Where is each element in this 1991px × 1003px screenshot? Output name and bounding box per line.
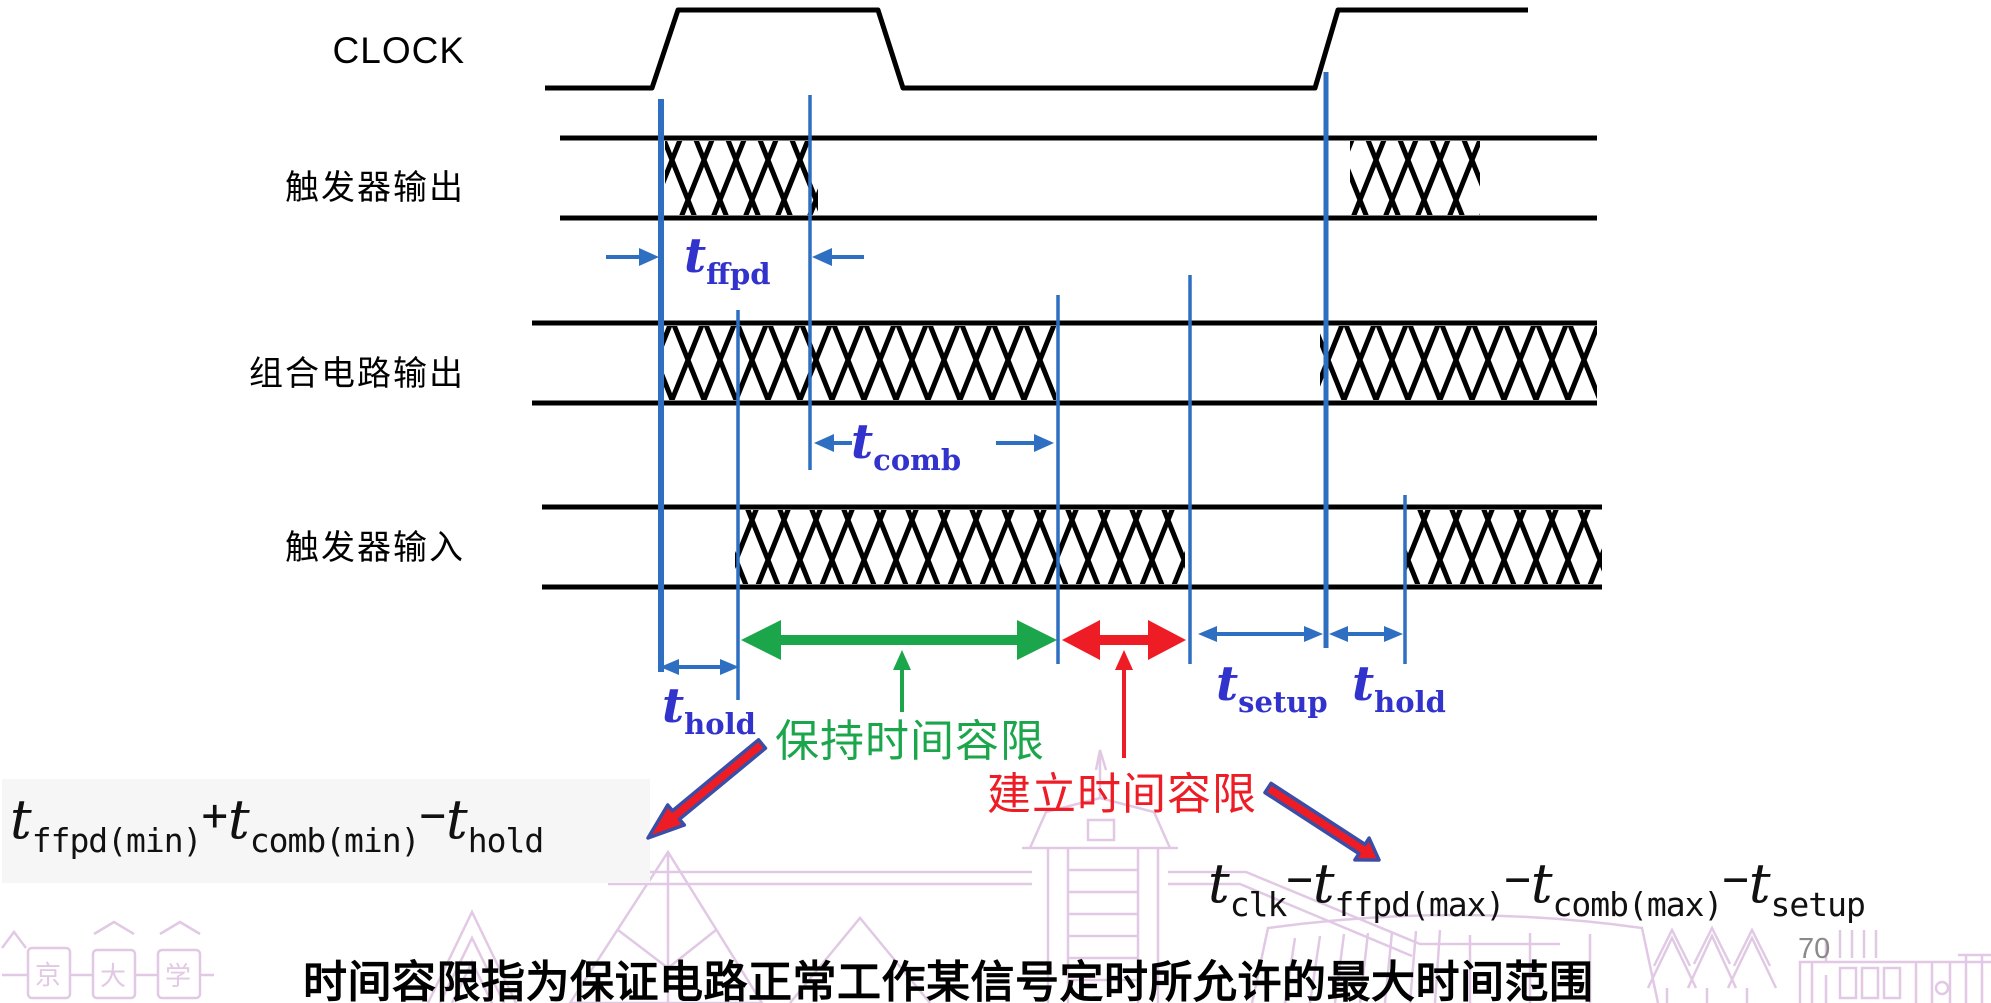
ff-input-hatch-2 xyxy=(1405,510,1602,584)
formula-term-sub: clk xyxy=(1229,885,1288,924)
formula-term-base: t xyxy=(1748,852,1771,915)
hold1-arrow xyxy=(660,659,739,675)
setup-formula-arrow xyxy=(1263,781,1381,862)
setup-margin-arrow xyxy=(1062,620,1186,758)
watermark-campus-art: 京 大 学 xyxy=(1,749,1991,1003)
t-hold-right-base: t xyxy=(1352,656,1375,712)
signal-label-ff-output: 触发器输出 xyxy=(285,169,465,207)
watermark-gate-tower xyxy=(1022,749,1178,1003)
formula-operator: − xyxy=(1504,854,1531,905)
formula-operator: − xyxy=(1722,854,1749,905)
t-setup-sub: setup xyxy=(1238,685,1328,719)
comb-arrows xyxy=(814,434,1054,452)
setup-arrow xyxy=(1198,626,1323,642)
t-setup-label: tsetup xyxy=(1216,656,1328,719)
formula-term-base: t xyxy=(1208,852,1230,915)
watermark-char-da: 大 xyxy=(100,961,126,991)
hold-margin-label: 保持时间容限 xyxy=(775,717,1045,766)
ff-input-waveform xyxy=(542,504,1602,590)
t-comb-sub: comb xyxy=(873,443,962,477)
setup-margin-pointer xyxy=(1115,650,1133,670)
t-ffpd-sub: ffpd xyxy=(706,257,771,291)
formula-term-sub: ffpd(min) xyxy=(31,821,203,860)
watermark-roof xyxy=(1250,913,1660,1003)
hold-formula-arrow xyxy=(646,738,768,840)
comb-output-hatch-2 xyxy=(1320,326,1597,400)
ff-input-hatch-1 xyxy=(735,510,1185,584)
hold-margin-pointer xyxy=(893,650,911,670)
watermark-building-right xyxy=(1798,930,1991,1003)
watermark-char-jing: 京 xyxy=(35,960,61,990)
hold-margin-arrow xyxy=(741,620,1057,712)
clock-waveform xyxy=(545,7,1528,91)
setup-margin-label: 建立时间容限 xyxy=(987,770,1257,819)
reference-lines xyxy=(658,72,1407,700)
formula-operator: − xyxy=(1286,854,1313,905)
setup-margin-formula: tclk−tffpd(max)−tcomb(max)−tsetup xyxy=(1208,852,1866,924)
signal-label-comb-output: 组合电路输出 xyxy=(249,355,465,393)
t-comb-label: tcomb xyxy=(851,414,961,477)
watermark-trees-left xyxy=(426,849,931,1003)
formula-term-base: t xyxy=(1530,852,1553,915)
formula-term-sub: ffpd(max) xyxy=(1334,885,1506,924)
watermark-pines xyxy=(1646,925,1778,1003)
formula-term-sub: comb(max) xyxy=(1552,885,1724,924)
watermark-plaques: 京 大 学 xyxy=(1,920,214,1000)
hold2-arrow xyxy=(1329,626,1403,642)
formula-term-base: t xyxy=(1312,852,1335,915)
watermark-fence xyxy=(608,870,1560,958)
formula-term-sub: setup xyxy=(1770,885,1866,924)
footnote: 时间容限指为保证电路正常工作某信号定时所允许的最大时间范围 xyxy=(303,958,1594,1003)
formula-operator: − xyxy=(419,790,447,841)
watermark-char-xue: 学 xyxy=(165,961,191,991)
formula-operator: + xyxy=(201,790,229,841)
ff-output-hatch-1 xyxy=(665,141,818,215)
t-ffpd-label: tffpd xyxy=(684,228,771,291)
formula-background xyxy=(2,779,650,883)
comb-output-hatch-1 xyxy=(658,326,1056,400)
formula-term-base: t xyxy=(10,788,32,851)
t-hold-right-sub: hold xyxy=(1374,685,1446,719)
signal-label-ff-input: 触发器输入 xyxy=(285,529,465,567)
formula-term-sub: hold xyxy=(467,821,544,860)
t-hold-right-label: thold xyxy=(1352,656,1446,719)
t-hold-left-label: thold xyxy=(662,678,756,741)
ffpd-arrows xyxy=(606,248,864,266)
formula-term-sub: comb(min) xyxy=(249,821,421,860)
comb-output-waveform xyxy=(532,320,1597,406)
t-hold-left-base: t xyxy=(662,678,685,734)
signal-label-clock: CLOCK xyxy=(332,30,465,71)
ff-output-waveform xyxy=(560,135,1597,221)
t-comb-base: t xyxy=(851,414,874,470)
formula-term-base: t xyxy=(228,788,250,851)
t-ffpd-base: t xyxy=(684,228,707,284)
hold-margin-formula: tffpd(min)+tcomb(min)−thold xyxy=(10,788,544,860)
formula-term-base: t xyxy=(446,788,468,851)
ff-output-hatch-2 xyxy=(1350,141,1480,215)
t-setup-base: t xyxy=(1216,656,1239,712)
page-number: 70 xyxy=(1798,933,1831,965)
t-hold-left-sub: hold xyxy=(684,707,756,741)
